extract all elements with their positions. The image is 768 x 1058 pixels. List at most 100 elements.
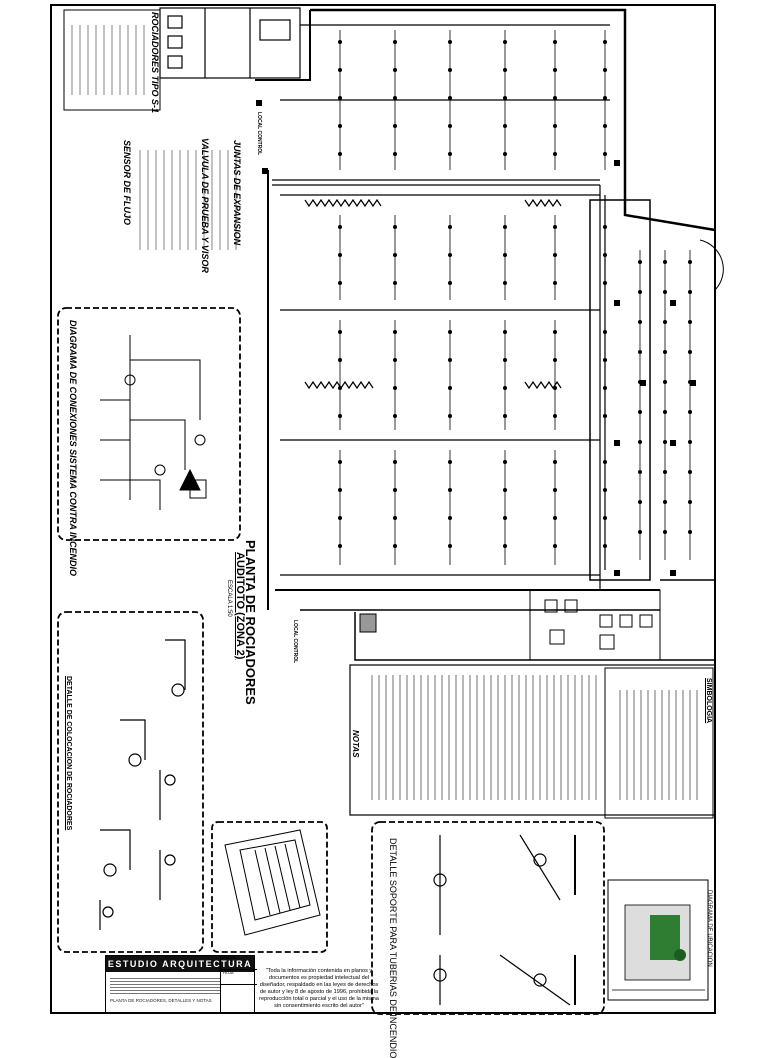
sprinkler-head xyxy=(688,530,692,534)
ceiling-detail-frame xyxy=(211,821,328,953)
sprinkler-head xyxy=(338,152,342,156)
sprinkler-head xyxy=(663,260,667,264)
control-room-label: LOCAL CONTROL xyxy=(256,112,262,156)
sprinkler-head xyxy=(553,516,557,520)
sprinkler-head xyxy=(338,225,342,229)
sprinkler-head xyxy=(503,40,507,44)
sprinkler-head xyxy=(638,410,642,414)
control-room-label-2: LOCAL CONTROL xyxy=(292,620,298,664)
sprinkler-head xyxy=(553,330,557,334)
sprinkler-head xyxy=(603,68,607,72)
sprinkler-head xyxy=(503,460,507,464)
sprinkler-head xyxy=(338,460,342,464)
riser-diagram-title: DIAGRAMA DE CONEXIONES SISTEMA CONTRA IN… xyxy=(68,320,78,577)
sprinkler-head xyxy=(688,470,692,474)
sprinkler-type-title: ROCIADORES TIPO S-1 xyxy=(150,12,160,114)
sprinkler-head xyxy=(393,544,397,548)
sprinkler-head xyxy=(503,544,507,548)
sprinkler-head xyxy=(503,225,507,229)
sprinkler-head xyxy=(663,290,667,294)
notes-title: NOTAS xyxy=(351,730,360,758)
sprinkler-head xyxy=(448,358,452,362)
sprinkler-head xyxy=(553,124,557,128)
sprinkler-head xyxy=(448,40,452,44)
sprinkler-head xyxy=(603,358,607,362)
symbology-title: SIMBOLOGIA xyxy=(705,678,712,724)
sprinkler-head xyxy=(663,530,667,534)
sprinkler-head xyxy=(503,68,507,72)
sprinkler-head xyxy=(448,460,452,464)
sprinkler-head xyxy=(503,414,507,418)
sprinkler-head xyxy=(338,358,342,362)
sprinkler-detail-drops xyxy=(99,639,186,930)
sprinkler-head xyxy=(688,350,692,354)
test-valve-title: VALVULA DE PRUEBA Y VISOR xyxy=(200,138,210,273)
sprinkler-head xyxy=(603,488,607,492)
sprinkler-head xyxy=(448,516,452,520)
drawing-name: PLANTA DE ROCIADORES, DETALLES Y NOTAS xyxy=(110,998,212,1003)
sprinkler-head xyxy=(663,380,667,384)
sprinkler-head xyxy=(448,330,452,334)
title-block: ESTUDIO ARQUITECTURA PLANTA DE ROCIADORE… xyxy=(105,955,255,1013)
sprinkler-head xyxy=(448,544,452,548)
sprinkler-head xyxy=(503,330,507,334)
sprinkler-head xyxy=(448,68,452,72)
sprinkler-head xyxy=(448,281,452,285)
sheet-cell: HOJA xyxy=(221,970,257,985)
title-block-cells: FECHA HOJA xyxy=(220,955,257,1013)
flow-sensor-title: SENSOR DE FLUJO xyxy=(122,140,132,226)
symbology-frame xyxy=(604,667,714,819)
sprinkler-head xyxy=(553,225,557,229)
sprinkler-branch-lines xyxy=(339,30,691,565)
sprinkler-head xyxy=(393,330,397,334)
building-walls xyxy=(255,8,724,661)
sprinkler-head xyxy=(663,440,667,444)
sprinkler-type-frame xyxy=(63,9,161,111)
ceiling-detail xyxy=(224,829,321,936)
sprinkler-head xyxy=(553,152,557,156)
sprinkler-head xyxy=(688,260,692,264)
sprinkler-main-pipes xyxy=(280,24,610,576)
restroom-block-bottom xyxy=(359,589,661,661)
sprinkler-head xyxy=(638,320,642,324)
sprinkler-head xyxy=(553,253,557,257)
sprinkler-head xyxy=(688,290,692,294)
sprinkler-head xyxy=(603,414,607,418)
sprinkler-head xyxy=(393,96,397,100)
sprinkler-head xyxy=(393,516,397,520)
sprinkler-head xyxy=(448,225,452,229)
firm-info-lines xyxy=(110,976,220,994)
sprinkler-head xyxy=(688,320,692,324)
sprinkler-head xyxy=(603,124,607,128)
sprinkler-head xyxy=(393,124,397,128)
sprinkler-head xyxy=(603,152,607,156)
sprinkler-head xyxy=(393,152,397,156)
sprinkler-head xyxy=(553,414,557,418)
sprinkler-head xyxy=(393,40,397,44)
sprinkler-head xyxy=(448,96,452,100)
sprinkler-head xyxy=(448,488,452,492)
pipe-support-title: DETALLE SOPORTE PARA TUBERIAS DE INCENDI… xyxy=(388,838,398,1058)
sprinkler-head xyxy=(393,281,397,285)
expansion-joints-title: JUNTAS DE EXPANSION xyxy=(232,140,242,246)
sprinkler-head xyxy=(688,500,692,504)
sprinkler-head xyxy=(663,410,667,414)
sprinkler-head xyxy=(663,320,667,324)
riser-diagram-frame xyxy=(57,307,241,541)
sprinkler-head xyxy=(503,152,507,156)
sprinkler-detail-title: DETALLE DE COLOCACION DE ROCIADORES xyxy=(65,676,72,831)
sprinkler-head xyxy=(688,410,692,414)
sprinkler-head xyxy=(688,440,692,444)
copyright-notice: "Toda la información contenida en planos… xyxy=(259,968,379,1009)
sprinkler-head xyxy=(503,386,507,390)
sprinkler-head xyxy=(663,500,667,504)
sprinkler-head xyxy=(603,281,607,285)
sprinkler-head xyxy=(553,544,557,548)
date-cell: FECHA xyxy=(221,955,257,970)
sprinkler-head xyxy=(448,386,452,390)
sprinkler-head xyxy=(503,488,507,492)
sprinkler-head xyxy=(393,414,397,418)
sprinkler-heads xyxy=(338,40,692,548)
notes-text-lines xyxy=(371,675,698,800)
sprinkler-head xyxy=(638,350,642,354)
